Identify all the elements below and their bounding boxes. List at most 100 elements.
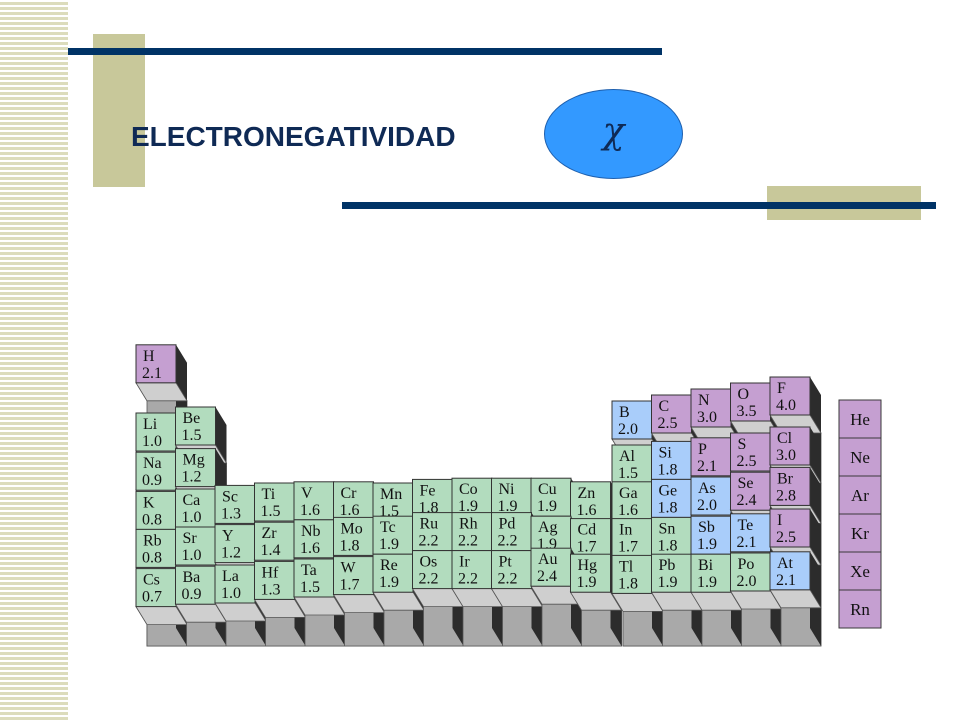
element-fe-symbol: Fe (420, 482, 436, 499)
element-at-value: 2.1 (776, 572, 796, 589)
element-se-symbol: Se (738, 475, 754, 492)
element-at-tile (769, 551, 811, 591)
element-rh-value: 2.2 (458, 533, 478, 550)
element-as-symbol: As (698, 480, 716, 497)
element-zn-symbol: Zn (578, 485, 596, 502)
element-f-value: 4.0 (776, 397, 796, 414)
element-y-symbol: Y (222, 528, 234, 545)
element-ru-value: 2.2 (419, 533, 439, 550)
element-he-symbol: He (850, 410, 870, 429)
element-br-value: 2.8 (776, 487, 796, 504)
element-hf-symbol: Hf (262, 564, 280, 581)
element-mo-symbol: Mo (341, 520, 363, 537)
element-tc-symbol: Tc (380, 519, 396, 536)
element-re-value: 1.9 (379, 574, 399, 591)
element-sb-tile (690, 515, 732, 555)
element-ga-symbol: Ga (619, 485, 638, 502)
element-rh-symbol: Rh (459, 516, 478, 533)
element-ca-symbol: Ca (183, 492, 201, 509)
element-hf-tile (254, 560, 295, 600)
element-in-symbol: In (619, 522, 632, 539)
element-pb-symbol: Pb (659, 557, 676, 574)
element-y-tile (214, 524, 256, 564)
element-h-value: 2.1 (142, 365, 162, 382)
element-bi-tile (690, 553, 732, 593)
element-ga-value: 1.6 (618, 502, 638, 519)
element-w-tile (333, 556, 374, 596)
element-f-symbol: F (777, 380, 786, 397)
element-ti-symbol: Ti (262, 486, 276, 503)
element-al-value: 1.5 (618, 465, 638, 482)
element-ni-value: 1.9 (498, 498, 518, 515)
element-na-symbol: Na (143, 455, 162, 472)
accent-block-left (93, 34, 145, 187)
element-as-value: 2.0 (697, 497, 717, 514)
element-h-tile (135, 344, 177, 384)
element-b-value: 2.0 (618, 421, 638, 438)
element-p-symbol: P (698, 441, 707, 458)
element-sr-tile (175, 526, 216, 566)
element-ge-value: 1.8 (658, 499, 678, 516)
element-la-symbol: La (222, 568, 239, 585)
element-mn-symbol: Mn (380, 486, 402, 503)
element-se-value: 2.4 (737, 492, 757, 509)
element-kr-symbol: Kr (851, 524, 869, 543)
element-ge-tile (651, 478, 692, 518)
element-s-symbol: S (738, 436, 747, 453)
element-pt-symbol: Pt (499, 554, 513, 571)
element-be-symbol: Be (183, 410, 201, 427)
element-nb-value: 1.6 (300, 540, 320, 557)
element-zn-value: 1.6 (577, 502, 597, 519)
element-ta-value: 1.5 (300, 579, 320, 596)
bottom-rule (342, 202, 936, 209)
element-v-value: 1.6 (300, 502, 320, 519)
element-mo-tile (333, 516, 374, 556)
element-cd-value: 1.7 (577, 539, 597, 556)
element-li-value: 1.0 (142, 433, 162, 450)
element-ne-tile (838, 437, 882, 477)
element-la-tile (214, 564, 256, 604)
element-si-value: 1.8 (658, 461, 678, 478)
element-br-tile (769, 466, 811, 506)
element-o-symbol: O (738, 386, 750, 403)
element-cr-tile (333, 481, 374, 521)
element-mo-value: 1.8 (340, 537, 360, 554)
element-n-value: 3.0 (697, 409, 717, 426)
element-rb-symbol: Rb (143, 532, 162, 549)
element-tl-value: 1.8 (618, 575, 638, 592)
element-mg-value: 1.2 (182, 469, 202, 486)
element-be-value: 1.5 (182, 427, 202, 444)
element-ne-symbol: Ne (850, 448, 870, 467)
element-v-tile (293, 481, 335, 521)
element-pd-value: 2.2 (498, 533, 518, 550)
element-k-tile (135, 490, 177, 530)
element-rn-symbol: Rn (850, 600, 870, 619)
element-ni-symbol: Ni (499, 481, 516, 498)
element-sc-symbol: Sc (222, 488, 238, 505)
element-ba-value: 0.9 (182, 586, 202, 603)
element-cl-value: 3.0 (776, 447, 796, 464)
element-as-tile (690, 476, 732, 516)
element-ar-symbol: Ar (851, 486, 869, 505)
element-si-symbol: Si (659, 444, 673, 461)
element-bi-value: 1.9 (697, 574, 717, 591)
element-po-tile (730, 552, 771, 592)
element-mg-symbol: Mg (183, 452, 205, 469)
element-co-symbol: Co (459, 481, 478, 498)
element-cu-value: 1.9 (537, 498, 557, 515)
element-tc-value: 1.9 (379, 536, 399, 553)
slide-title: ELECTRONEGATIVIDAD (131, 121, 456, 152)
element-k-symbol: K (143, 494, 155, 511)
element-te-tile (730, 513, 771, 553)
top-rule (68, 48, 662, 55)
left-stripe-decoration (0, 0, 68, 720)
element-p-value: 2.1 (697, 458, 717, 475)
element-hg-value: 1.9 (577, 574, 597, 591)
element-te-symbol: Te (738, 517, 754, 534)
element-pb-value: 1.9 (658, 574, 678, 591)
element-te-value: 2.1 (737, 534, 757, 551)
element-ag-symbol: Ag (538, 519, 558, 536)
element-ti-value: 1.5 (261, 503, 281, 520)
element-pt-value: 2.2 (498, 571, 518, 588)
element-i-tile (769, 508, 811, 548)
